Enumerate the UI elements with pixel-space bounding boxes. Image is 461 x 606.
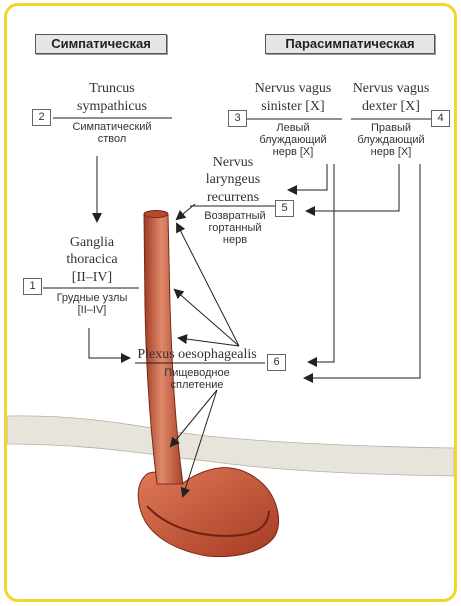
vagus-dexter-latin-line1: Nervus vagus [343,80,439,97]
vagus-sinister-latin-line1: Nervus vagus [243,80,343,97]
label-number-6: 6 [267,354,286,371]
laryngeus-latin-line1: Nervus [193,154,273,171]
plexus-rus-line2: сплетение [137,379,257,391]
parasympathetic-header: Парасимпатическая [265,34,435,54]
laryngeus-latin-line3: recurrens [193,189,273,206]
vagus-sinister-rus-line2: блуждающий [243,134,343,146]
esophagus-top [144,211,168,218]
plexus-latin: Plexus oesophagealis [127,346,267,363]
vagus-dexter-rus-line3: нерв [X] [343,146,439,158]
truncus-rus-line2: ствол [52,133,172,145]
truncus-latin-line2: sympathicus [57,98,167,115]
plexus-rus-line1: Пищеводное [137,367,257,379]
laryngeus-rus-line1: Возвратный [193,210,277,222]
label-number-2: 2 [32,109,51,126]
label-number-5: 5 [275,200,294,217]
ganglia-latin-line1: Ganglia [42,234,142,251]
ganglia-rus-line1: Грудные узлы [42,292,142,304]
vagus-dexter-rus-line1: Правый [343,122,439,134]
diagram-frame: Симпатическая Парасимпатическая 2 Truncu… [4,3,457,602]
vagus-sinister-latin-line2: sinister [X] [243,98,343,115]
diaphragm-band [7,416,454,476]
sympathetic-header: Симпатическая [35,34,167,54]
truncus-latin-line1: Truncus [57,80,167,97]
ganglia-latin-line2: thoracica [42,251,142,268]
label-number-1: 1 [23,278,42,295]
ganglia-latin-line3: [II–IV] [42,269,142,286]
laryngeus-rus-line2: гортанный [193,222,277,234]
laryngeus-rus-line3: нерв [193,234,277,246]
ganglia-rus-line2: [II–IV] [42,304,142,316]
truncus-rus-line1: Симпатический [52,121,172,133]
vagus-dexter-latin-line2: dexter [X] [343,98,439,115]
vagus-sinister-rus-line1: Левый [243,122,343,134]
vagus-dexter-rus-line2: блуждающий [343,134,439,146]
laryngeus-latin-line2: laryngeus [193,171,273,188]
